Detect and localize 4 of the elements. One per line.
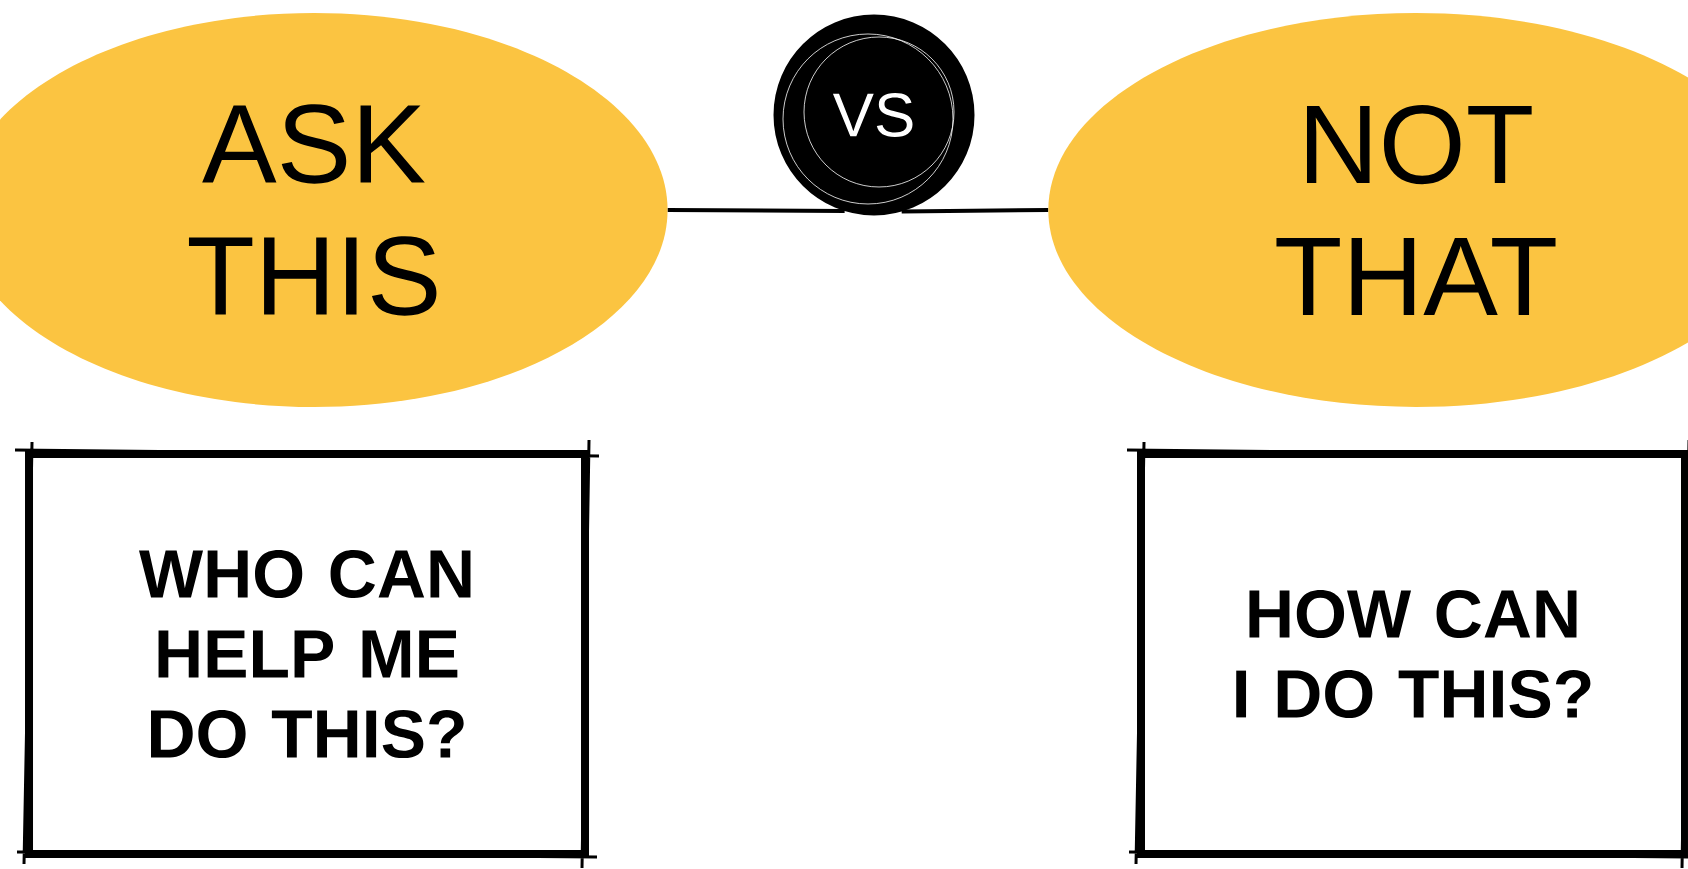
question-box: HOW CAN I DO THIS? bbox=[1125, 438, 1688, 869]
connector-line bbox=[901, 208, 1049, 214]
connector-line bbox=[667, 208, 845, 214]
question-box: WHO CAN HELP ME DO THIS? bbox=[13, 438, 601, 869]
